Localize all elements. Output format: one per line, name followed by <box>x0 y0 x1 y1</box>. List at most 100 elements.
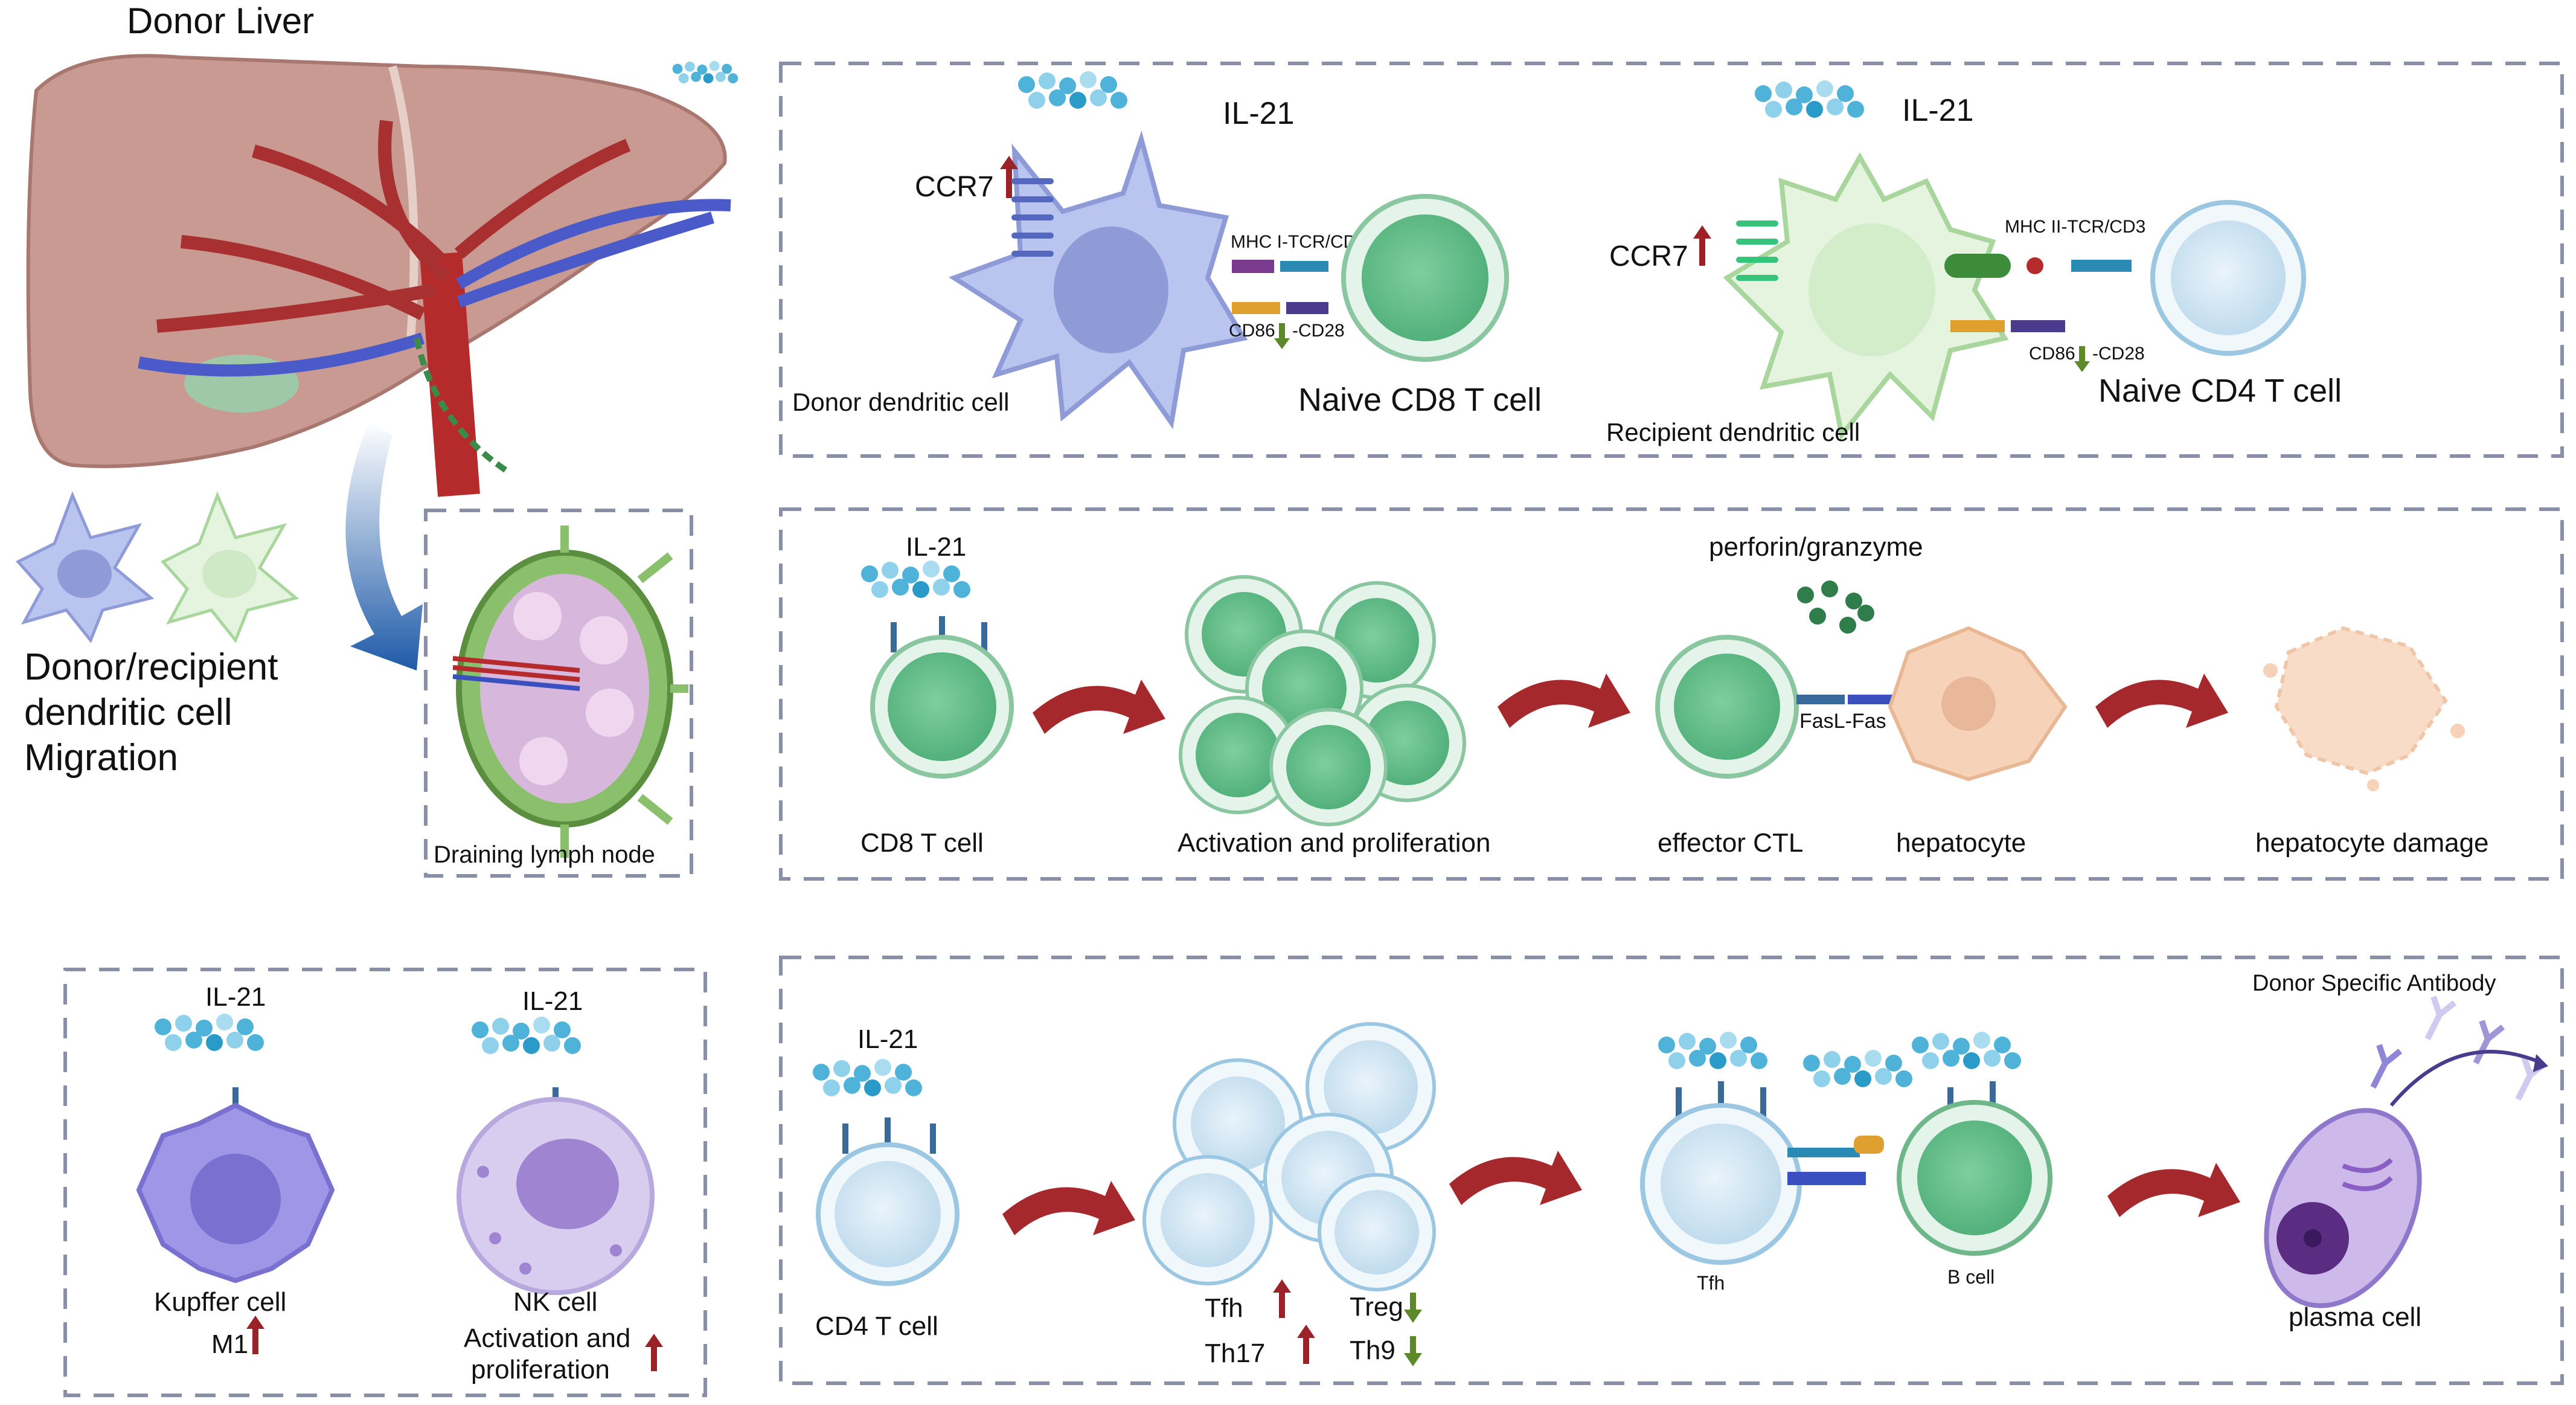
naive-cd8-t-cell <box>1341 194 1509 362</box>
cd8-pathway-panel <box>779 507 2564 881</box>
migration-label-3: Migration <box>24 737 178 779</box>
lymph-node-illustration <box>452 526 688 858</box>
donor-dc-label: Donor dendritic cell <box>792 388 1010 416</box>
hepatocyte-cell <box>1888 626 2068 782</box>
plasma-cell <box>2264 1108 2422 1308</box>
up-arrow-icon <box>645 1334 663 1371</box>
cd4-pathway-panel <box>779 956 2564 1385</box>
il21-label: IL-21 <box>1223 96 1295 131</box>
mhc-tcr-complex <box>1232 260 1328 314</box>
il21-label-5: IL-21 <box>522 986 583 1016</box>
naive-cd4-label: Naive CD4 T cell <box>2098 373 2342 409</box>
lymph-node-panel <box>424 509 693 878</box>
il21-label-4: IL-21 <box>205 982 266 1012</box>
recipient-dendritic-cell <box>1723 152 2009 441</box>
il21-label-2: IL-21 <box>1902 93 1974 128</box>
lymph-node-label: Draining lymph node <box>434 841 655 868</box>
donor-liver-illustration <box>26 54 731 497</box>
cd86-label: CD86 <box>1229 321 1275 341</box>
up-arrow-icon <box>1693 225 1711 266</box>
plasma-cell-label: plasma cell <box>2289 1302 2421 1332</box>
il21-cytokine-dots <box>1018 71 1127 109</box>
down-arrow-icon <box>1404 1336 1422 1366</box>
proliferating-cd8-cells <box>1179 575 1466 826</box>
b-cell <box>1897 1081 2052 1256</box>
recipient-dc-label: Recipient dendritic cell <box>1606 418 1860 446</box>
effector-ctl-cell <box>1655 635 1896 779</box>
damaged-hepatocyte <box>2263 626 2465 791</box>
activation-proliferation-label: Activation and proliferation <box>1177 828 1491 858</box>
tfh-label: Tfh <box>1205 1293 1243 1323</box>
innate-cells-panel <box>63 968 707 1397</box>
up-arrow-icon <box>1000 156 1018 198</box>
treg-label: Treg <box>1350 1292 1403 1322</box>
cd28-label: -CD28 <box>1292 321 1345 341</box>
progress-arrow <box>2095 674 2228 728</box>
nk-activation-label-1: Activation and <box>464 1323 630 1353</box>
hepatocyte-label: hepatocyte <box>1896 828 2026 858</box>
il21-cytokine-dots <box>672 60 739 83</box>
fasl-fas-label: FasL-Fas <box>1799 710 1886 733</box>
m1-label: M1 <box>211 1329 248 1359</box>
kupffer-cell-label: Kupffer cell <box>154 1287 286 1317</box>
ccr7-label-2: CCR7 <box>1609 240 1688 272</box>
nk-cell <box>457 1087 655 1295</box>
cd8-t-cell <box>870 616 1014 779</box>
progress-arrow <box>1498 674 1630 728</box>
mhc1-tcr-label: MHC I-TCR/CD3 <box>1231 232 1366 252</box>
cd28-label-2: -CD28 <box>2092 344 2145 364</box>
il21-cytokine-dots <box>155 1014 264 1051</box>
mhc2-tcr-label: MHC II-TCR/CD3 <box>2005 217 2145 237</box>
kupffer-cell <box>136 1087 335 1284</box>
perforin-granzyme-label: perforin/granzyme <box>1709 532 1923 562</box>
up-arrow-icon <box>1273 1279 1291 1318</box>
ccr7-receptor-icon <box>1011 178 1054 257</box>
th17-label: Th17 <box>1205 1339 1265 1368</box>
recipient-dc-small-icon <box>160 491 300 643</box>
naive-cd4-t-cell <box>2150 200 2306 356</box>
down-arrow-icon <box>1404 1293 1422 1323</box>
cd86-label-2: CD86 <box>2029 344 2075 364</box>
migration-label-2: dendritic cell <box>24 692 232 733</box>
perforin-granules <box>1797 580 1874 634</box>
ccr7-receptor-icon <box>1736 220 1778 281</box>
cd4-t-cell <box>816 1117 960 1286</box>
b-cell-label: B cell <box>1947 1266 1994 1288</box>
nk-activation-label-2: proliferation <box>471 1355 610 1384</box>
il21-cytokine-dots <box>861 561 970 598</box>
hepatocyte-damage-label: hepatocyte damage <box>2255 828 2489 858</box>
th9-label: Th9 <box>1350 1336 1395 1365</box>
progress-arrow <box>1002 1181 1135 1235</box>
il21-cytokine-dots <box>1755 80 1864 118</box>
il21-cytokine-dots <box>1658 1032 1767 1069</box>
il21-cytokine-dots <box>472 1017 581 1054</box>
il21-cytokine-dots <box>813 1059 922 1096</box>
up-arrow-icon <box>246 1316 264 1354</box>
donor-dc-small-icon <box>15 491 155 643</box>
migration-arrow <box>345 423 423 670</box>
donor-dendritic-cell <box>949 130 1248 429</box>
il21-label-3: IL-21 <box>906 532 966 562</box>
effector-ctl-label: effector CTL <box>1658 828 1803 858</box>
progress-arrow <box>2107 1163 2240 1217</box>
up-arrow-icon <box>1297 1325 1315 1364</box>
down-arrow-icon <box>2074 346 2090 372</box>
mhc2-tcr-complex <box>1944 254 2132 332</box>
antigen-presentation-panel <box>779 62 2564 458</box>
proliferating-cd4-cells <box>1142 1022 1436 1291</box>
ccr7-label: CCR7 <box>915 171 994 203</box>
progress-arrow <box>1033 680 1165 734</box>
tfh-small-label: Tfh <box>1697 1272 1725 1294</box>
tfh-cell <box>1640 1081 1884 1265</box>
dsa-label: Donor Specific Antibody <box>2252 971 2496 996</box>
antibody-icons <box>2370 995 2548 1107</box>
donor-liver-title: Donor Liver <box>127 1 314 41</box>
il21-label-6: IL-21 <box>857 1024 918 1054</box>
cd4-t-cell-label: CD4 T cell <box>815 1311 938 1341</box>
il21-cytokine-dots <box>1912 1032 2021 1069</box>
down-arrow-icon <box>1274 323 1290 349</box>
naive-cd8-label: Naive CD8 T cell <box>1298 382 1542 418</box>
il21-cytokine-dots <box>1803 1050 1912 1087</box>
cd8-t-cell-label: CD8 T cell <box>860 828 984 858</box>
